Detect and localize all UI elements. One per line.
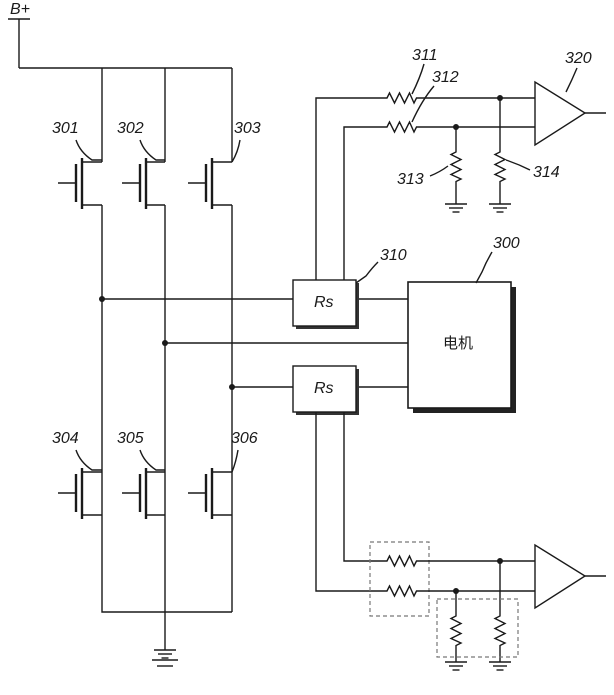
phase-a-bottom-wire <box>101 205 232 613</box>
label-305: 305 <box>117 430 144 447</box>
resistor-314 <box>494 147 506 187</box>
transistor-306 <box>188 468 232 519</box>
leader-305 <box>139 449 165 471</box>
dashed-group-ground-resistors <box>436 598 519 658</box>
leader-313 <box>429 165 449 177</box>
leader-312 <box>411 85 435 123</box>
label-310: 310 <box>380 247 407 264</box>
ground-314 <box>488 203 512 213</box>
ground-bottom-3 <box>444 661 468 671</box>
leader-314 <box>505 159 531 171</box>
transistor-301 <box>58 158 102 209</box>
shunt-top <box>292 279 359 329</box>
resistor-bottom-1 <box>382 555 422 567</box>
transistor-305 <box>122 468 165 519</box>
sense-top-wire-b <box>343 126 383 280</box>
resistor-bottom-4 <box>494 611 506 651</box>
leader-301 <box>75 139 102 161</box>
leader-310 <box>355 261 379 284</box>
label-300: 300 <box>493 235 520 252</box>
label-314: 314 <box>533 164 560 181</box>
label-301: 301 <box>52 120 79 137</box>
leader-300 <box>475 251 493 284</box>
leader-311 <box>411 63 425 95</box>
dashed-group-resistors <box>369 541 430 617</box>
leader-306 <box>231 449 239 473</box>
label-313: 313 <box>397 171 424 188</box>
shunt-bottom <box>292 365 359 415</box>
label-311: 311 <box>412 47 438 64</box>
resistor-bottom-3 <box>450 611 462 651</box>
shunt-top-label: Rs <box>314 294 334 311</box>
resistor-311 <box>382 92 422 104</box>
label-312: 312 <box>432 69 459 86</box>
motor-label: 电机 <box>443 334 473 352</box>
ground-313 <box>444 203 468 213</box>
motor-block <box>407 281 516 413</box>
phase-b-node <box>162 340 168 346</box>
phase-a-node <box>99 296 105 302</box>
supply-label: B+ <box>10 1 30 18</box>
leader-320 <box>565 67 578 93</box>
sense-top-wire-a <box>315 97 383 280</box>
amplifier-320 <box>534 80 587 147</box>
transistor-304 <box>58 468 102 519</box>
resistor-bottom-2 <box>382 585 422 597</box>
leader-303 <box>231 139 241 163</box>
sense-bottom-wire-a <box>315 412 383 592</box>
label-306: 306 <box>231 430 258 447</box>
label-320: 320 <box>565 50 592 67</box>
leader-304 <box>75 449 102 471</box>
transistor-302 <box>122 158 165 209</box>
label-304: 304 <box>52 430 79 447</box>
resistor-313 <box>450 147 462 187</box>
sense-bottom-wire-b <box>343 412 383 562</box>
label-303: 303 <box>234 120 261 137</box>
transistor-303 <box>188 158 232 209</box>
phase-c-node <box>229 384 235 390</box>
ground-main <box>153 649 177 659</box>
amplifier-bottom <box>534 543 587 610</box>
label-302: 302 <box>117 120 144 137</box>
shunt-bottom-label: Rs <box>314 380 334 397</box>
ground-bottom-4 <box>488 661 512 671</box>
resistor-312 <box>382 121 422 133</box>
leader-302 <box>139 139 165 161</box>
